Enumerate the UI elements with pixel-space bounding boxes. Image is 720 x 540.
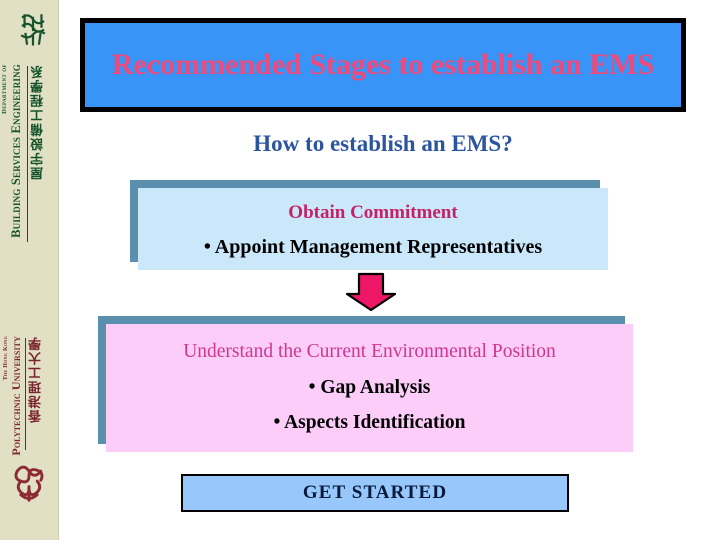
- page-title: Recommended Stages to establish an EMS: [111, 48, 655, 82]
- stage-card-2-heading: Understand the Current Environmental Pos…: [183, 341, 556, 362]
- stage-card-1-bullet-1: • Appoint Management Representatives: [203, 236, 543, 258]
- arrow-down-icon: [345, 272, 397, 312]
- stage-card-1-heading: Obtain Commitment: [288, 202, 458, 223]
- department-name: Building Services Engineering: [9, 64, 23, 238]
- department-rule: [27, 66, 28, 242]
- stage-card-1-body: Obtain Commitment • Appoint Management R…: [138, 188, 608, 270]
- university-name: Polytechnic University: [9, 336, 23, 456]
- stage-card-2-bullet-2: • Aspects Identification: [273, 412, 466, 433]
- get-started-button[interactable]: GET STARTED: [181, 474, 569, 512]
- bse-monogram-icon: [20, 14, 46, 46]
- stage-card-2-bullet-1: • Gap Analysis: [308, 377, 431, 398]
- department-name-cn: 屋宇設備工程學系: [30, 64, 45, 180]
- stage-card-2: Understand the Current Environmental Pos…: [98, 316, 633, 452]
- institution-sidebar: Department of Building Services Engineer…: [0, 0, 59, 540]
- university-branding: The Hong Kong Polytechnic University 香港理…: [0, 330, 58, 536]
- get-started-label: GET STARTED: [302, 482, 448, 503]
- slide-title-banner: Recommended Stages to establish an EMS: [80, 18, 686, 112]
- stage-card-1: Obtain Commitment • Appoint Management R…: [130, 180, 608, 270]
- stage-card-2-body: Understand the Current Environmental Pos…: [106, 324, 633, 452]
- slide-subtitle: How to establish an EMS?: [253, 131, 513, 156]
- university-rule: [25, 338, 26, 450]
- department-branding: Department of Building Services Engineer…: [0, 6, 58, 296]
- polyu-knot-logo-icon: [14, 465, 44, 502]
- university-name-cn: 香港理工大學: [28, 336, 43, 423]
- department-prefix: Department of: [1, 64, 8, 114]
